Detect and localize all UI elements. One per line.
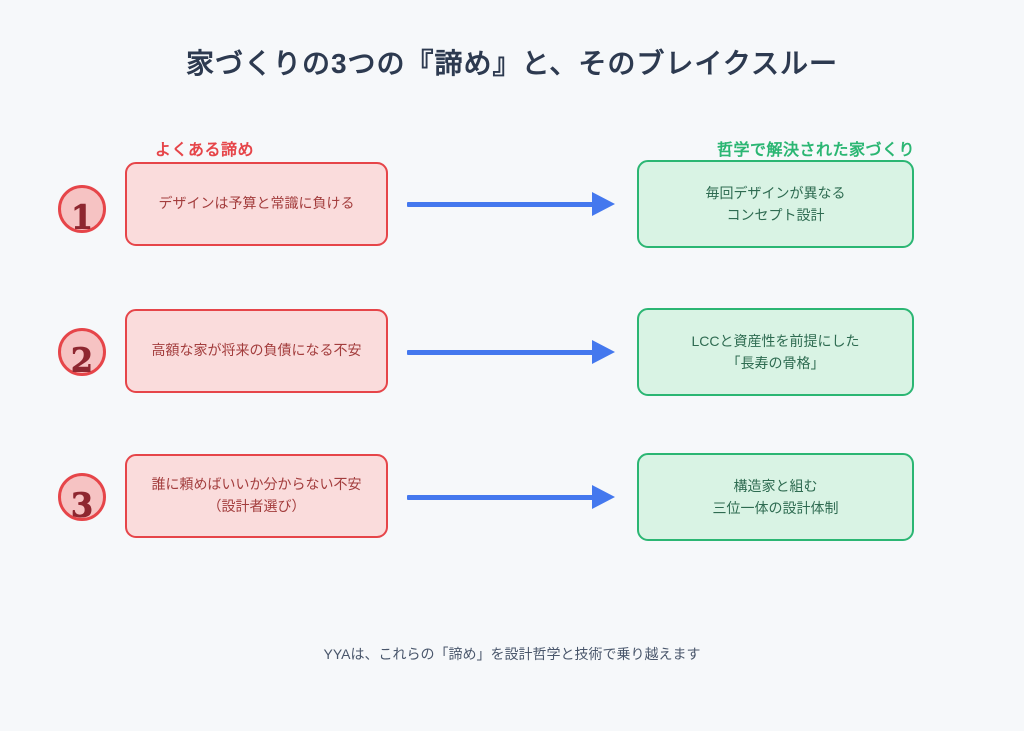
step-number-1: 1: [70, 196, 94, 236]
arrow-head: [592, 485, 615, 509]
solution-box-3: 構造家と組む 三位一体の設計体制: [637, 453, 914, 541]
footer-note: YYAは、これらの「諦め」を設計哲学と技術で乗り越えます: [323, 646, 701, 662]
left-column-header: よくある諦め: [155, 142, 255, 159]
problem-box-1: デザインは予算と常識に負ける: [125, 162, 388, 246]
arrow-shaft: [407, 494, 597, 500]
solution-box-1: 毎回デザインが異なる コンセプト設計: [637, 160, 914, 248]
right-column-header: 哲学で解決された家づくり: [716, 142, 915, 159]
right-arrow-icon: [407, 192, 615, 216]
problem-box-3: 誰に頼めばいいか分からない不安 （設計者選び）: [125, 454, 388, 538]
step-number-2: 2: [70, 339, 94, 379]
arrow-head: [592, 340, 615, 364]
arrow-shaft: [407, 349, 597, 355]
right-arrow-icon: [407, 340, 615, 364]
solution-box-2: LCCと資産性を前提にした 「長寿の骨格」: [637, 308, 914, 396]
step-number-badge-2: 2: [58, 328, 106, 379]
arrow-shaft: [407, 201, 597, 207]
page-title: 家づくりの3つの『諦め』と、そのブレイクスルー: [185, 48, 839, 79]
problem-box-2: 高額な家が将来の負債になる不安: [125, 309, 388, 393]
right-arrow-icon: [407, 485, 615, 509]
step-number-3: 3: [70, 484, 94, 524]
arrow-head: [592, 192, 615, 216]
step-number-badge-3: 3: [58, 473, 106, 524]
step-number-badge-1: 1: [58, 185, 106, 236]
